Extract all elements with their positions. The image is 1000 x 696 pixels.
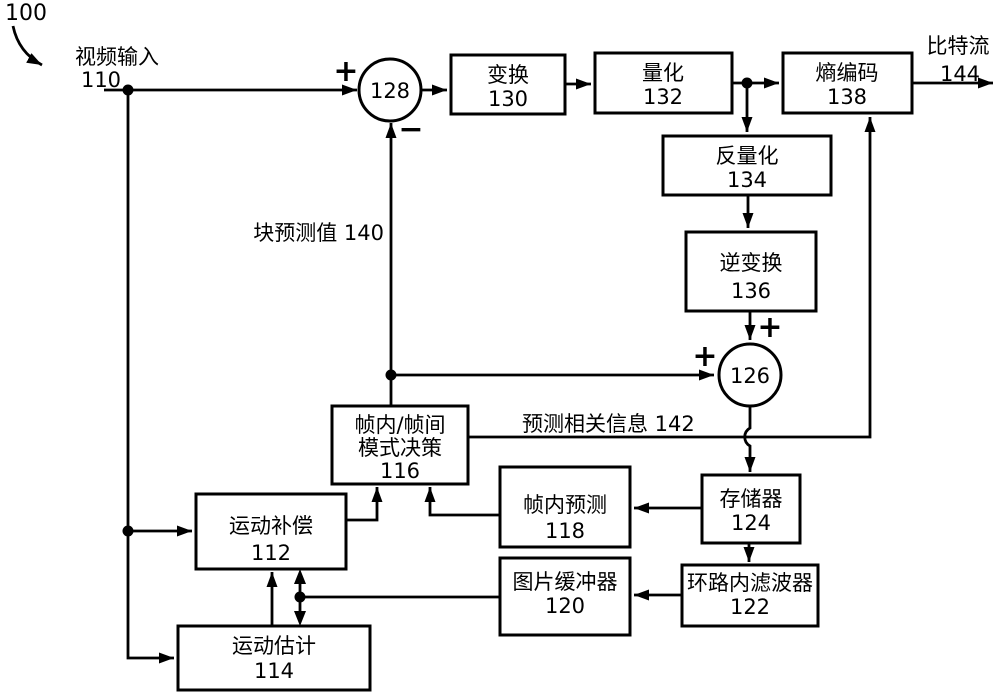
block-picture-buffer-num: 120 [545,594,585,618]
block-quantization-title: 量化 [642,61,684,85]
block-quantization-num: 132 [643,85,683,109]
block-in-loop-filter-title: 环路内滤波器 [687,571,813,595]
connector-videoinput-to-motionestimation [126,90,174,664]
bidir-up-arrowhead [294,569,306,584]
bidir-down-arrowhead [294,611,306,626]
block-inverse-transform-title: 逆变换 [720,251,783,275]
junction-dot-picturebuffer [294,591,306,603]
video-input-label: 视频输入 [75,45,159,69]
block-transform-title: 变换 [487,63,529,87]
block-memory: 存储器 124 [700,473,802,545]
subtractor-minus-sign: − [398,112,423,147]
block-picture-buffer-rect [498,556,632,637]
block-quantization-rect [593,51,734,115]
block-motion-compensation-rect [194,492,348,571]
connector-motioncompensation-to-modedecision [346,487,383,522]
block-mode-decision: 帧内/帧间 模式决策 116 [330,404,470,486]
block-inverse-transform-rect [684,230,818,313]
junction-dot-motion-branch [122,525,134,537]
bitstream-label: 比特流 [927,34,990,58]
block-inverse-quantization-rect [661,134,833,197]
block-intra-prediction-title: 帧内预测 [523,493,607,517]
connector-intraprediction-to-modedecision [424,487,500,517]
block-mode-decision-rect [330,404,470,486]
block-motion-compensation-num: 112 [251,541,291,565]
block-inverse-transform: 逆变换 136 [684,230,818,313]
adder-id: 126 [730,364,770,388]
block-picture-buffer: 图片缓冲器 120 [498,556,632,637]
video-input-num-label: 110 [81,68,121,92]
adder-plus-top-sign: + [757,310,782,345]
block-entropy-coding-title: 熵编码 [816,61,879,85]
junction-dot-videoinput [122,84,134,96]
block-motion-estimation-num: 114 [254,659,294,683]
block-memory-title: 存储器 [720,487,783,511]
block-motion-compensation-title: 运动补偿 [229,514,313,538]
block-mode-decision-num: 116 [380,459,420,483]
block-transform: 变换 130 [449,53,567,116]
block-inverse-transform-num: 136 [731,279,771,303]
block-entropy-coding-num: 138 [827,85,867,109]
figure-ref-label: 100 [5,1,47,26]
block-motion-compensation: 运动补偿 112 [194,492,348,571]
subtractor-node [357,57,423,123]
block-intra-prediction-num: 118 [545,519,585,543]
block-entropy-coding-rect [781,51,914,115]
bitstream-num-label: 144 [940,62,980,86]
connector-adder-to-memory [743,407,756,472]
subtractor-id: 128 [370,79,410,103]
subtractor-plus-sign: + [333,54,358,89]
block-picture-buffer-title: 图片缓冲器 [513,570,618,594]
adder-plus-left-sign: + [692,339,717,374]
block-in-loop-filter: 环路内滤波器 122 [680,563,820,628]
block-in-loop-filter-rect [680,563,820,628]
block-transform-rect [449,53,567,116]
block-mode-decision-title2: 模式决策 [358,436,442,460]
block-inverse-quantization-title: 反量化 [716,144,779,168]
junction-dot-quantization-out [741,77,753,89]
connector-predictioninfo-to-entropy [468,117,876,439]
junction-dot-prediction [385,369,397,381]
adder-node [717,342,783,408]
block-inverse-quantization-num: 134 [727,168,767,192]
block-motion-estimation-rect [176,624,372,692]
block-quantization: 量化 132 [593,51,734,115]
block-memory-rect [700,473,802,545]
block-transform-num: 130 [488,87,528,111]
block-motion-estimation: 运动估计 114 [176,624,372,692]
block-entropy-coding: 熵编码 138 [781,51,914,115]
prediction-info-label: 预测相关信息 142 [522,412,695,436]
block-mode-decision-title1: 帧内/帧间 [354,413,445,437]
figure-ref-arrow [11,25,43,67]
block-memory-num: 124 [731,511,771,535]
block-in-loop-filter-num: 122 [730,595,770,619]
block-inverse-quantization: 反量化 134 [661,134,833,197]
block-motion-estimation-title: 运动估计 [232,634,316,658]
block-intra-prediction-rect [498,465,632,549]
block-intra-prediction: 帧内预测 118 [498,465,632,549]
block-prediction-label: 块预测值 140 [253,221,384,245]
